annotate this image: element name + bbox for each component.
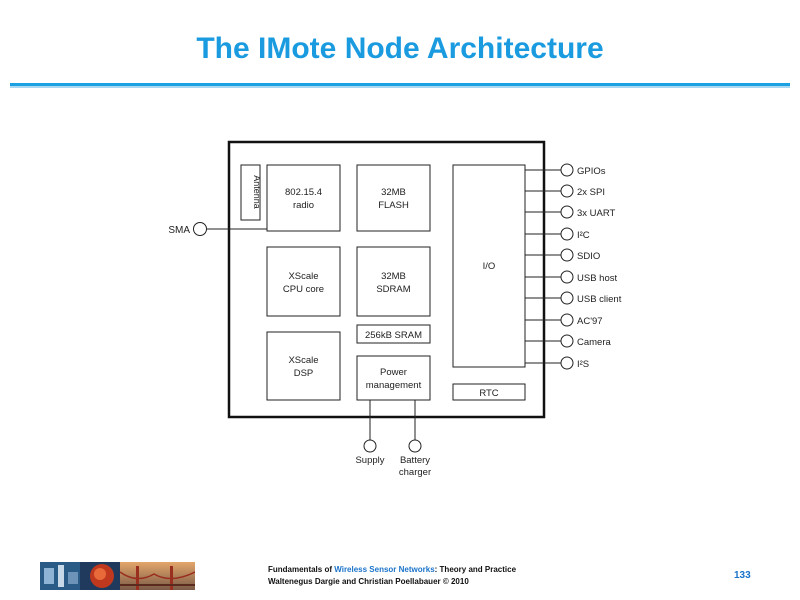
io-port-label: I²S [577,359,589,370]
io-port-connector [560,248,574,262]
dsp-label-line2: DSP [294,368,314,379]
footer-authors: Waltenegus Dargie and Christian Poellaba… [268,577,469,586]
antenna-label: Antenna [252,175,262,209]
battery-charger-label-line1: Battery [400,455,430,466]
io-port-label: SDIO [577,251,600,262]
io-port-connector [560,205,574,219]
io-port-connectors: GPIOs 2x SPI 3x UART I²C SDIO USB host U… [525,163,622,370]
io-port-label: 3x UART [577,208,616,219]
title-divider [10,83,790,86]
sdram-label-line2: SDRAM [376,284,410,295]
footer-banner-image [40,562,195,590]
io-port-connector [560,270,574,284]
power-label-line2: management [366,380,422,391]
radio-label-line1: 802.15.4 [285,187,322,198]
rtc-block [452,383,526,401]
io-port-label: AC'97 [577,316,603,327]
sma-connector [193,222,207,236]
footer-book-highlight: Wireless Sensor Networks [334,565,435,574]
node-board [227,140,546,419]
architecture-diagram: Antenna SMA 802.15.4 radio 32MB FLASH XS… [168,140,622,478]
power-management-block [356,355,431,401]
io-port-connector [560,184,574,198]
page-number: 133 [734,570,751,581]
sram-label: 256kB SRAM [365,330,422,341]
io-port-connector [560,356,574,370]
flash-label-line1: 32MB [381,187,406,198]
io-port-connector [560,227,574,241]
io-port-label: 2x SPI [577,187,605,198]
dsp-block [266,331,341,401]
slide-title: The IMote Node Architecture [196,32,604,65]
cpu-label-line1: XScale [288,271,318,282]
footer-book-prefix: Fundamentals of [268,565,335,574]
antenna-block [240,164,261,221]
sdram-block [356,246,431,317]
cpu-label-line2: CPU core [283,284,324,295]
io-port-label: Camera [577,337,612,348]
io-port-label: USB client [577,294,622,305]
radio-block [266,164,341,232]
io-port-connector [560,163,574,177]
footer-book-suffix: : Theory and Practice [434,565,517,574]
battery-charger-label-line2: charger [399,467,431,478]
io-block [452,164,526,368]
sram-block [356,324,431,344]
io-port-connector [560,334,574,348]
supply-label: Supply [355,455,384,466]
flash-label-line2: FLASH [378,200,409,211]
sdram-label-line1: 32MB [381,271,406,282]
io-port-connector [560,313,574,327]
rtc-label: RTC [479,388,498,399]
dsp-label-line1: XScale [288,355,318,366]
io-port-label: GPIOs [577,166,606,177]
radio-label-line2: radio [293,200,314,211]
io-port-label: USB host [577,273,617,284]
power-label-line1: Power [380,367,407,378]
battery-charger-connector [408,439,422,453]
flash-block [356,164,431,232]
io-port-label: I²C [577,230,590,241]
supply-connector [363,439,377,453]
io-port-connector [560,291,574,305]
io-label: I/O [483,261,496,272]
cpu-core-block [266,246,341,317]
footer-book-title: Fundamentals of Wireless Sensor Networks… [268,565,516,574]
sma-label: SMA [168,225,190,236]
